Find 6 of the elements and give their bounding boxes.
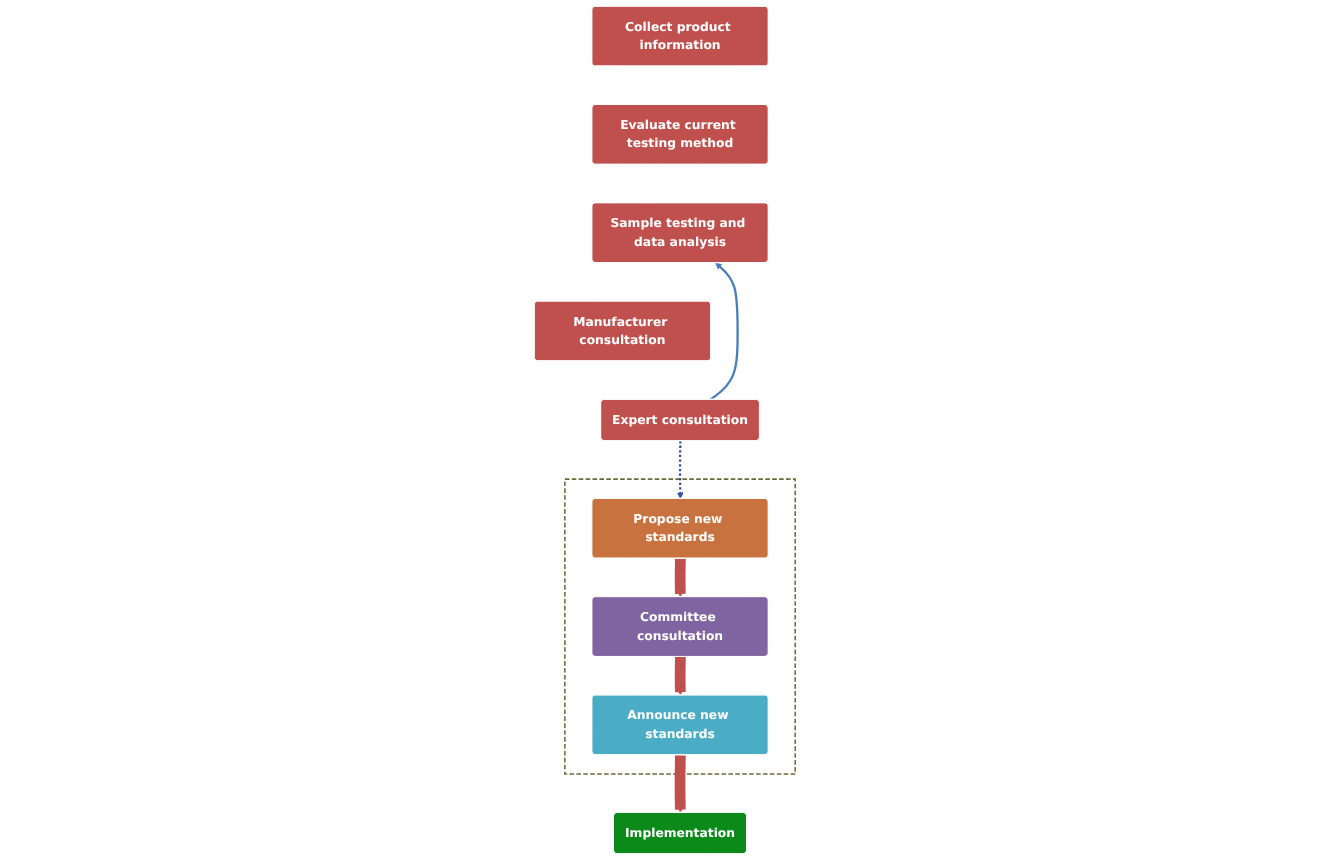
arrow — [674, 556, 686, 598]
arrow — [708, 262, 739, 401]
arrow — [674, 654, 686, 696]
cluster — [563, 478, 796, 775]
arrow — [676, 441, 683, 500]
arrow — [674, 752, 686, 814]
